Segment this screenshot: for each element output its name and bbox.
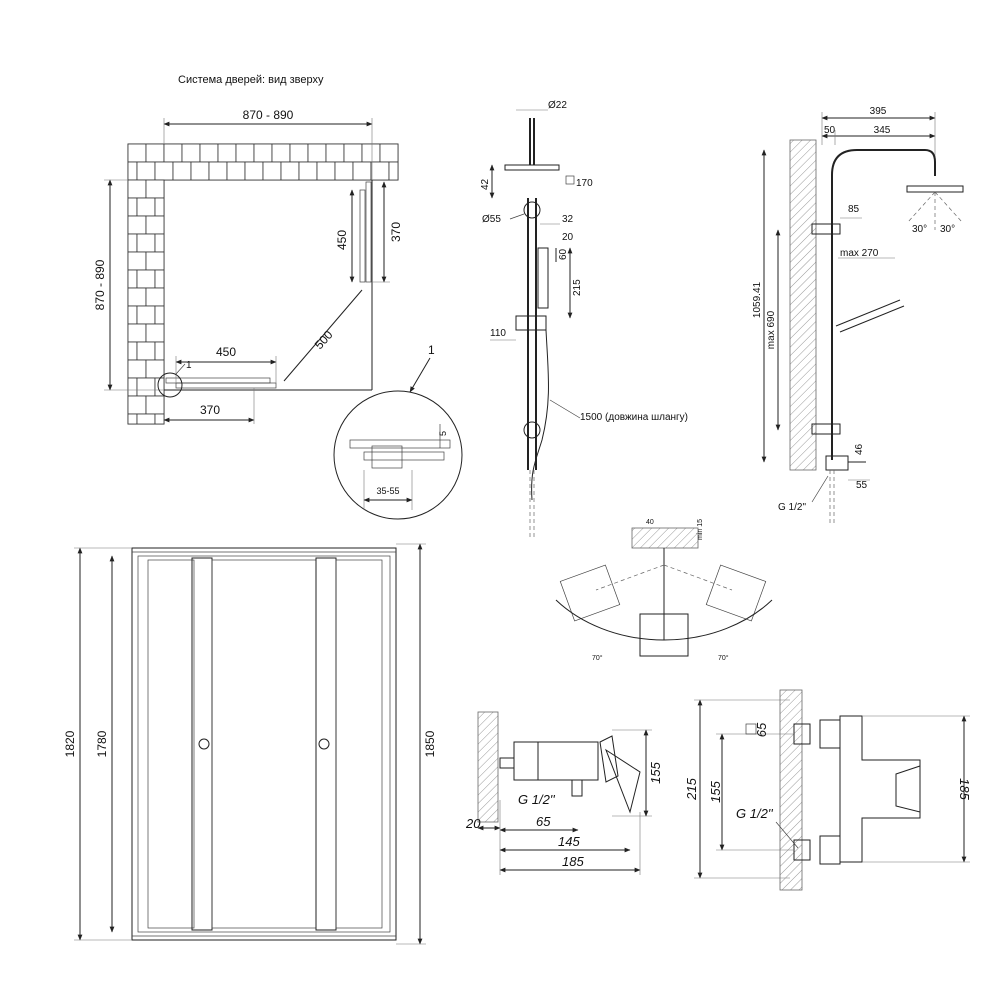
hose-length-label: 1500 (довжина шлангу) xyxy=(580,412,688,423)
dim-215: 215 xyxy=(572,279,583,296)
front-nut-top xyxy=(819,719,841,749)
side-g12-label: G 1/2'' xyxy=(518,792,555,807)
dim-85: 85 xyxy=(848,204,860,215)
rail-bracket-top xyxy=(523,201,541,219)
side-dim-145: 145 xyxy=(558,834,580,849)
right-fixed-panel xyxy=(365,181,372,283)
shower-column-front: Ø22 170 42 Ø55 32 20 60 215 110 1500 (до… xyxy=(480,100,688,540)
detail-circle-marker xyxy=(157,372,183,398)
detail-1-magnified: 1 35-55 5 xyxy=(333,343,463,520)
swivel-arc xyxy=(555,599,773,641)
swivel-view: 40 min 15 70° 70° xyxy=(555,519,773,662)
dim-170: 170 xyxy=(576,178,593,189)
side-dim-20: 20 xyxy=(465,816,481,831)
dim-500-label: 500 xyxy=(312,328,336,352)
swivel-right-head xyxy=(705,564,767,622)
swivel-left-head xyxy=(559,564,621,622)
mixer-wall xyxy=(477,711,499,823)
g12-side-label: G 1/2" xyxy=(778,502,806,513)
angle-70-right: 70° xyxy=(718,654,729,662)
dim-450-horizontal: 450 xyxy=(216,345,236,359)
slider-holder xyxy=(515,315,547,331)
dim-1850: 1850 xyxy=(423,730,437,757)
dim-370-horizontal: 370 xyxy=(200,403,220,417)
swivel-center-head xyxy=(639,613,689,657)
angle-30-right: 30° xyxy=(940,224,955,235)
dim-370-vertical: 370 xyxy=(389,222,403,242)
center-glass xyxy=(211,559,317,929)
mixer-body-side xyxy=(537,741,599,781)
dim-min15: min 15 xyxy=(697,519,704,540)
detail-1-callout: 1 xyxy=(428,343,435,357)
front-dim-215: 215 xyxy=(684,777,699,800)
left-door-knob xyxy=(198,738,210,750)
left-fixed-glass xyxy=(147,559,195,929)
wall-bracket-top xyxy=(811,223,841,235)
top-view-plan: Система дверей: вид зверху 870 - 890 870… xyxy=(93,74,403,425)
dim-32: 32 xyxy=(562,214,574,225)
side-dim-155: 155 xyxy=(648,761,663,783)
front-dim-185: 185 xyxy=(957,778,972,800)
dim-1820: 1820 xyxy=(63,730,77,757)
wall-section xyxy=(789,139,817,471)
dim-50: 50 xyxy=(824,125,836,136)
side-rain-head xyxy=(906,185,964,193)
door-swing-line xyxy=(283,289,363,382)
dim-20: 20 xyxy=(562,232,574,243)
hand-shower-tilt xyxy=(835,299,901,327)
detail-callout-small: 1 xyxy=(186,360,192,371)
rain-head xyxy=(504,164,560,171)
dim-1780: 1780 xyxy=(95,730,109,757)
dim-60: 60 xyxy=(558,248,569,260)
mixer-side-view: 155 G 1/2'' 20 65 145 185 xyxy=(465,711,663,875)
enclosure-front-view: 1820 1780 1850 xyxy=(63,543,437,945)
mixer-front-view: 215 155 65 185 G 1/2'' xyxy=(684,689,972,891)
wall-bracket-bottom xyxy=(811,423,841,435)
dim-total-height: 1059.41 xyxy=(752,281,763,318)
dim-55: 55 xyxy=(856,480,868,491)
side-mixer-body xyxy=(825,455,849,471)
mixer-lever-front xyxy=(895,765,921,813)
right-door-knob xyxy=(318,738,330,750)
front-dim-155: 155 xyxy=(708,780,723,802)
rail-bracket-bottom xyxy=(523,421,541,439)
shower-hose xyxy=(531,329,549,501)
right-sliding-door xyxy=(359,189,366,283)
dim-width-label: 870 - 890 xyxy=(243,108,294,122)
mixer-wall-nut xyxy=(513,741,539,781)
dim-110: 110 xyxy=(490,328,506,339)
mixer-lever-side xyxy=(604,748,641,814)
dim-395: 395 xyxy=(870,106,887,117)
front-dim-65: 65 xyxy=(754,722,769,737)
right-fixed-glass xyxy=(335,559,383,929)
dim-35-55: 35-55 xyxy=(376,486,399,496)
dim-d55: Ø55 xyxy=(482,214,501,225)
dim-450-vertical: 450 xyxy=(335,230,349,250)
spray-arrows xyxy=(907,191,963,230)
side-dim-65: 65 xyxy=(536,814,551,829)
column-pipe xyxy=(831,149,936,460)
front-nut-bottom xyxy=(819,835,841,865)
dim-46: 46 xyxy=(854,443,865,455)
front-g12-label: G 1/2'' xyxy=(736,806,773,821)
side-dim-185: 185 xyxy=(562,854,584,869)
dim-depth-label: 870 - 890 xyxy=(93,259,107,310)
front-sliding-door xyxy=(175,382,277,389)
dim-max270: max 270 xyxy=(840,248,879,259)
shower-column-side: 395 50 345 30° 30° 85 max 270 1059.41 ma… xyxy=(752,106,964,525)
angle-70-left: 70° xyxy=(592,654,603,662)
brick-wall xyxy=(127,143,399,425)
dim-42: 42 xyxy=(480,178,491,190)
hand-shower xyxy=(537,247,549,309)
dim-40: 40 xyxy=(646,519,654,526)
dim-345: 345 xyxy=(874,125,891,136)
dim-d22: Ø22 xyxy=(548,100,567,111)
dim-5: 5 xyxy=(438,431,448,436)
dim-max690: max 690 xyxy=(766,310,777,349)
mixer-body-front xyxy=(839,715,921,863)
angle-30-left: 30° xyxy=(912,224,927,235)
top-view-title: Система дверей: вид зверху xyxy=(178,74,324,86)
